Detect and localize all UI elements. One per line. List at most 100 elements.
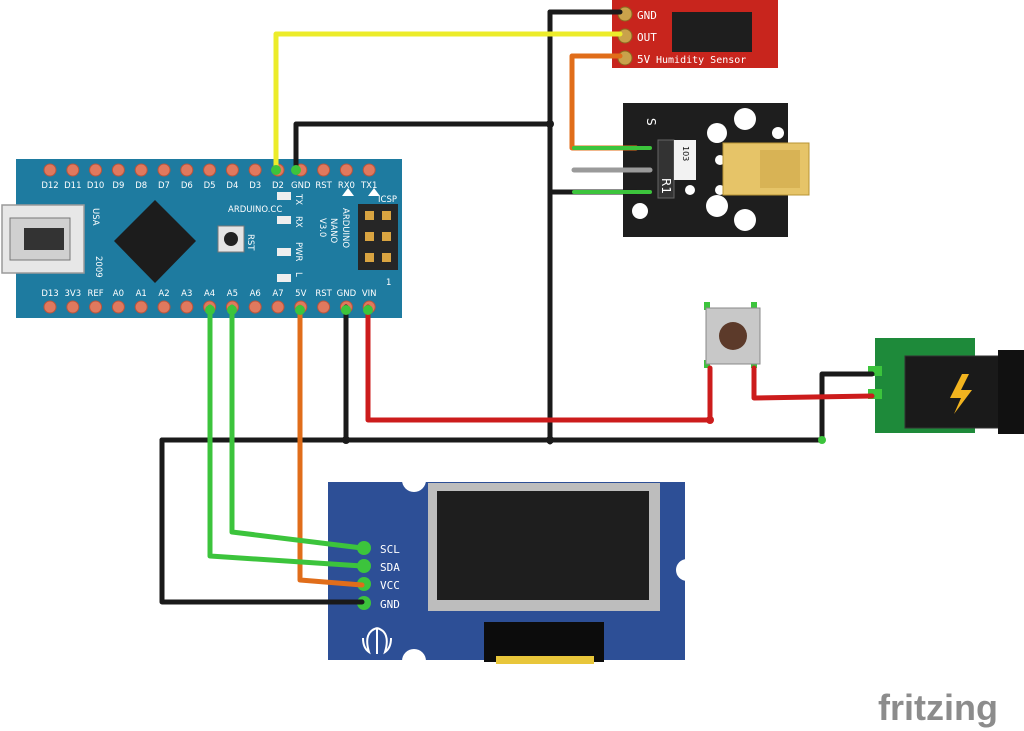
arduino-top-pin-pad-d7 (157, 163, 171, 177)
arduino-top-pin-label-d5: D5 (204, 181, 216, 191)
oled-display-board: SCL SDA VCC GND (328, 468, 698, 673)
dc-power-jack (868, 338, 1024, 434)
arduino-top-pin-pad-d9 (111, 163, 125, 177)
wire-5v-oled (297, 304, 365, 588)
arduino-top-pin-pad-rst (317, 163, 331, 177)
humidity-pin-gnd: GND (637, 9, 657, 22)
arduino-bottom-pin-label-ref: REF (88, 289, 104, 299)
rst-label: RST (245, 234, 255, 251)
arduino-bottom-pin-label-vin: VIN (362, 289, 377, 299)
icsp-header (358, 204, 398, 270)
arduino-bottom-pin-label-a4: A4 (204, 289, 215, 299)
arduino-bottom-pin-pad-a3 (180, 300, 194, 314)
arduino-bottom-pin-pad-3v3 (66, 300, 80, 314)
lightning-icon (950, 374, 972, 414)
arduino-top-pin-label-d6: D6 (181, 181, 193, 191)
arduino-bottom-pin-label-5v: 5V (295, 289, 306, 299)
arduino-bottom-pin-label-3v3: 3V3 (64, 289, 81, 299)
oled-screen (437, 491, 649, 600)
arduino-year-label: 2009 (93, 256, 103, 278)
laser-s-label: S (644, 118, 658, 126)
arduino-top-pin-label-d10: D10 (87, 181, 104, 191)
arduino-bottom-pin-label-a0: A0 (113, 289, 124, 299)
wire-button-jack (751, 365, 875, 401)
laser-resistor-label: 103 (681, 146, 690, 161)
led-rx (277, 216, 291, 224)
laser-minus-label: - (631, 208, 647, 213)
rx-label: RX (293, 216, 303, 228)
arduino-top-pin-label-d4: D4 (226, 181, 238, 191)
wire-gnd-bus (159, 371, 875, 443)
arduino-top-pin-pad-tx1 (362, 163, 376, 177)
arduino-top-pin-label-d3: D3 (249, 181, 261, 191)
arduino-top-pin-label-tx1: TX1 (360, 181, 377, 191)
arduino-bottom-pin-label-a2: A2 (158, 289, 169, 299)
tx-label: TX (293, 193, 303, 205)
arduino-bottom-pin-pad-a2 (157, 300, 171, 314)
mcu-chip (114, 200, 196, 283)
wire-gnd-oled (159, 437, 365, 605)
wire-humidity-out (273, 31, 623, 173)
wire-vin-button (365, 304, 713, 423)
humidity-pin-5v: 5V (637, 53, 651, 66)
wire-sda (207, 304, 365, 569)
arduino-top-pin-pad-d3 (248, 163, 262, 177)
humidity-sensor-label: Humidity Sensor (656, 55, 746, 66)
arduino-model-label-3: V3.0 (317, 218, 327, 237)
reset-button (217, 225, 245, 253)
arduino-top-pin-label-d7: D7 (158, 181, 170, 191)
oled-ribbon (484, 622, 604, 662)
arduino-top-pin-label-d11: D11 (64, 181, 81, 191)
arduino-top-pin-pad-rx0 (339, 163, 353, 177)
arduino-top-pin-pad-d8 (134, 163, 148, 177)
arduino-top-pin-pad-d12 (43, 163, 57, 177)
pwr-label: PWR (293, 242, 303, 262)
l-label: L (293, 272, 303, 277)
arduino-top-pin-label-d12: D12 (41, 181, 58, 191)
arduino-bottom-pin-pad-a0 (111, 300, 125, 314)
arduino-bottom-pin-pad-a6 (248, 300, 262, 314)
arduino-model-label-1: ARDUINO (340, 208, 350, 248)
arduino-top-pin-label-gnd: GND (291, 181, 311, 191)
laser-r1-label: R1 (659, 178, 673, 194)
arduino-bottom-pin-label-a5: A5 (227, 289, 238, 299)
arduino-bottom-pin-label-a6: A6 (250, 289, 261, 299)
arduino-top-pin-pad-d4 (225, 163, 239, 177)
fritzing-logo: fritzing (878, 687, 998, 728)
laser-resistor (674, 140, 696, 180)
led-tx (277, 192, 291, 200)
led-l (277, 274, 291, 282)
arduino-usa-label: USA (90, 208, 100, 226)
oled-pin-sda: SDA (380, 561, 400, 574)
arduino-bottom-pin-pad-a1 (134, 300, 148, 314)
arduino-bottom-pin-pad-a7 (271, 300, 285, 314)
oled-pin-scl: SCL (380, 543, 400, 556)
arduino-bottom-pin-label-a3: A3 (181, 289, 192, 299)
icsp-label: ICSP (378, 195, 397, 205)
oled-pin-vcc: VCC (380, 579, 400, 592)
arduino-top-pin-pad-d11 (66, 163, 80, 177)
arduino-top-pin-pad-d5 (203, 163, 217, 177)
arduino-top-pin-label-d9: D9 (112, 181, 124, 191)
humidity-sensor-board: GND OUT 5V Humidity Sensor (612, 0, 778, 68)
arduino-bottom-pin-pad-d13 (43, 300, 57, 314)
arduino-top-pin-label-rx0: RX0 (338, 181, 355, 191)
arduino-top-pin-label-d8: D8 (135, 181, 147, 191)
arduino-bottom-pin-label-a7: A7 (272, 289, 283, 299)
oled-pin-gnd: GND (380, 598, 400, 611)
push-button (704, 302, 761, 368)
grove-logo-icon (362, 627, 392, 655)
arduino-bottom-pin-pad-ref (89, 300, 103, 314)
arduino-top-pin-label-d2: D2 (272, 181, 284, 191)
arduino-nano-board: ARDUINO.CC ARDUINO NANO V3.0 USA 2009 IC… (1, 159, 402, 318)
arduino-bottom-pin-label-a1: A1 (136, 289, 147, 299)
humidity-pin-out: OUT (637, 31, 657, 44)
arduino-bottom-pin-label-gnd: GND (337, 289, 357, 299)
arduino-top-pin-pad-d10 (89, 163, 103, 177)
wires (159, 9, 875, 605)
arduino-bottom-pin-pad-rst (317, 300, 331, 314)
humidity-sensor-element (672, 12, 752, 52)
